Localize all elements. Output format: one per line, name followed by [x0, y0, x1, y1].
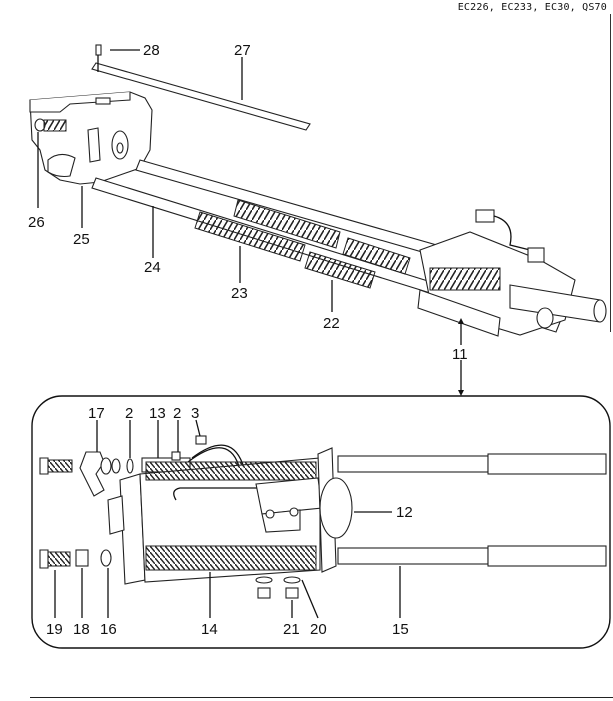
- spring-part-23: [194, 199, 341, 262]
- bracket-part-17: [79, 451, 121, 497]
- callout-12: 12: [396, 504, 413, 521]
- callout-13: 13: [149, 405, 166, 422]
- spacer-part-18: [75, 549, 89, 567]
- callout-17: 17: [88, 405, 105, 422]
- nut-part-21: [255, 576, 301, 599]
- pin-part-28: [95, 44, 102, 72]
- callout-24: 24: [144, 259, 161, 276]
- callout-25: 25: [73, 231, 90, 248]
- spring-part-14: [145, 545, 317, 571]
- screw-part-26: [34, 118, 67, 132]
- spring-part-22: [304, 237, 411, 289]
- left-end-plate: [107, 473, 146, 585]
- page-margin-rule: [610, 14, 611, 332]
- callout-2b: 2: [173, 405, 181, 422]
- washer-part-2a: [126, 458, 134, 474]
- callout-3: 3: [191, 405, 199, 422]
- callout-2a: 2: [125, 405, 133, 422]
- callout-23: 23: [231, 285, 248, 302]
- model-list-header: EC226, EC233, EC30, QS70: [457, 2, 607, 13]
- callout-19: 19: [46, 621, 63, 638]
- top-screw-part-19: [39, 457, 73, 475]
- callout-21: 21: [283, 621, 300, 638]
- right-housing-assembly: [417, 209, 607, 337]
- rod-part-15-lower: [337, 545, 607, 567]
- rod-part-15-upper: [337, 453, 607, 475]
- end-cap-part-12: [319, 477, 353, 539]
- callout-11: 11: [452, 346, 468, 363]
- flat-strip-part-27: [91, 62, 311, 131]
- left-housing-part-25: [29, 91, 153, 185]
- slider-block: [255, 477, 323, 533]
- callout-15: 15: [392, 621, 409, 638]
- leader-20: [301, 579, 319, 619]
- right-end-plate: [317, 447, 353, 573]
- callout-26: 26: [28, 214, 45, 231]
- callout-18: 18: [73, 621, 90, 638]
- callout-27: 27: [234, 42, 251, 59]
- upper-spring: [145, 461, 317, 481]
- bottom-divider: [30, 697, 613, 698]
- callout-22: 22: [323, 315, 340, 332]
- callout-28: 28: [143, 42, 160, 59]
- detail-view-frame: [31, 395, 611, 649]
- callout-16: 16: [100, 621, 117, 638]
- callout-20: 20: [310, 621, 327, 638]
- leader-3: [195, 419, 201, 437]
- washer-part-16: [100, 549, 112, 567]
- bottom-screw-part-19: [39, 549, 71, 569]
- callout-14: 14: [201, 621, 218, 638]
